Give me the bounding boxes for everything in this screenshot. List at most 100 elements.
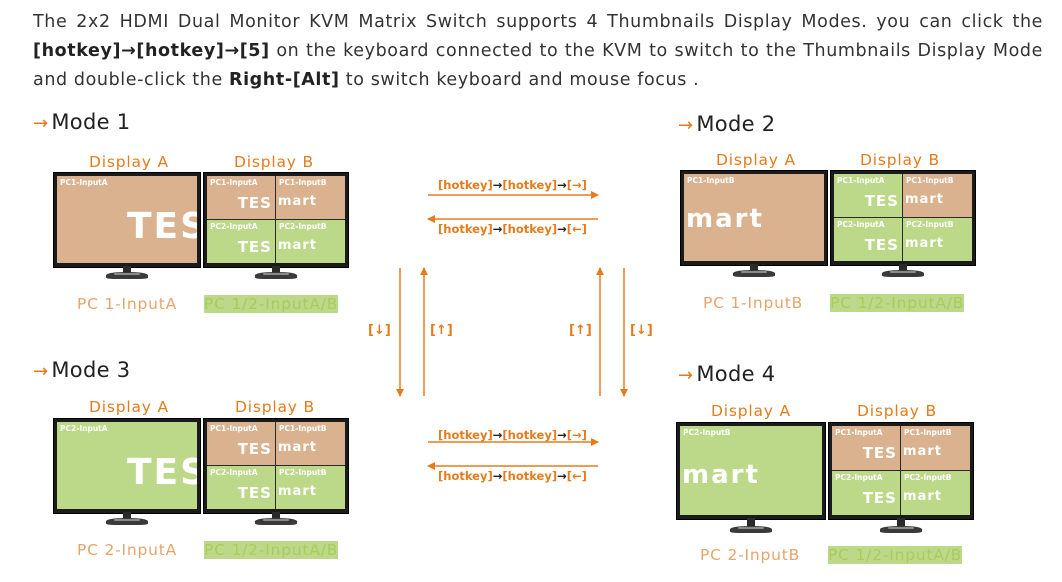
display-a-source-label: PC 2-InputA (77, 541, 178, 559)
key-label-down-left: [↓] (368, 323, 391, 338)
quad-text: TES (237, 483, 272, 502)
hotkey-arrow: → (492, 178, 503, 192)
quad-tag: PC2-InputB (906, 219, 954, 229)
display-a-label: Display A (89, 153, 169, 171)
quad-text: TES (864, 192, 899, 210)
monitor-display-a: PC1-InputB mart (680, 170, 828, 277)
intro-text-3: to switch keyboard and mouse focus . (339, 70, 700, 90)
hotkey-label-right-top: [hotkey]→[hotkey]→[→] (438, 178, 587, 192)
hotkey-arrow: → (557, 178, 567, 192)
hotkey-label-right-bottom: [hotkey]→[hotkey]→[→] (438, 428, 587, 442)
hotkey-arrow: → (557, 222, 567, 236)
quad-tag: PC2-InputA (835, 472, 883, 482)
hotkey-part: [hotkey] (502, 469, 558, 483)
display-a-label: Display A (711, 402, 791, 420)
input-tag: PC1-InputA (60, 178, 108, 187)
quad-text: mart (905, 192, 944, 207)
mode-4-title-text: Mode 4 (696, 362, 776, 386)
screen-text: TES (127, 452, 197, 493)
screen-text: TES (127, 206, 197, 247)
quad-tag: PC1-InputA (835, 428, 883, 437)
hotkey-part: [hotkey] (438, 428, 493, 442)
mode-3-title: →Mode 3 (33, 358, 130, 382)
mode-1-title-text: Mode 1 (51, 110, 131, 134)
intro-text-1: The 2x2 HDMI Dual Monitor KVM Matrix Swi… (33, 12, 1043, 32)
quad-pc1-inputb: PC1-InputB mart (276, 422, 345, 466)
quad-tag: PC1-InputA (837, 176, 885, 185)
quad-pc2-inputa: PC2-InputA TES (832, 470, 901, 515)
quad-tag: PC1-InputB (279, 424, 327, 433)
quad-tag: PC1-InputB (279, 178, 327, 187)
quad-tag: PC1-InputB (906, 176, 954, 185)
monitor-display-a: PC1-InputA TES (53, 172, 201, 279)
hotkey-arrow: → (557, 428, 567, 442)
hotkey-part: [hotkey] (502, 222, 558, 236)
hotkey-key: [←] (566, 222, 587, 236)
quad-text: mart (903, 444, 942, 459)
hotkey-part: [hotkey] (438, 469, 493, 483)
display-b-label: Display B (860, 151, 940, 169)
arrow-icon: → (33, 113, 49, 134)
intro-text-2: on the keyboard connected to the KVM to … (33, 41, 1043, 90)
display-a-source-label: PC 1-InputA (77, 295, 178, 313)
arrow-icon: → (678, 115, 694, 136)
display-a-source-label: PC 2-InputB (700, 546, 801, 564)
quad-pc1-inputa: PC1-InputA TES (832, 426, 901, 471)
hotkey-arrow: → (492, 222, 503, 236)
quad-text: TES (237, 237, 272, 256)
quad-pc1-inputa: PC1-InputA TES (834, 174, 903, 218)
arrow-icon: → (33, 361, 49, 382)
display-a-label: Display A (716, 151, 796, 169)
display-b-source-label: PC 1/2-InputA/B (830, 294, 965, 312)
intro-hotkey-sequence: [hotkey]→[hotkey]→[5] (33, 41, 270, 61)
hotkey-arrow: → (492, 428, 503, 442)
hotkey-key: [→] (566, 428, 587, 442)
quad-text: TES (862, 444, 897, 462)
hotkey-part: [hotkey] (502, 178, 558, 192)
quad-tag: PC2-InputB (279, 221, 327, 231)
display-b-source-label: PC 1/2-InputA/B (204, 541, 339, 559)
quad-text: TES (864, 235, 899, 254)
monitor-display-a: PC2-InputA TES (53, 418, 201, 525)
quad-pc1-inputb: PC1-InputB mart (903, 174, 972, 218)
key-label-up-right: [↑] (569, 323, 592, 338)
hotkey-label-left-top: [hotkey]→[hotkey]→[←] (438, 222, 587, 236)
quad-pc2-inputa: PC2-InputA TES (834, 217, 903, 261)
arrow-icon: → (678, 365, 694, 386)
key-label-up-left: [↑] (430, 323, 453, 338)
input-tag: PC2-InputA (60, 424, 108, 433)
hotkey-part: [hotkey] (438, 178, 493, 192)
quad-tag: PC2-InputA (210, 467, 258, 477)
mode-2-title: →Mode 2 (678, 112, 775, 136)
input-tag: PC2-InputB (683, 428, 731, 437)
quad-tag: PC1-InputA (210, 178, 258, 187)
mode-2-title-text: Mode 2 (696, 112, 776, 136)
screen-text: mart (682, 460, 760, 490)
monitor-display-b: PC1-InputA TES PC1-InputB mart PC2-InputA T… (830, 170, 976, 277)
display-b-label: Display B (234, 153, 314, 171)
input-tag: PC1-InputB (687, 176, 735, 185)
quad-text: mart (903, 488, 942, 504)
display-b-source-label: PC 1/2-InputA/B (828, 546, 963, 564)
display-b-source-label: PC 1/2-InputA/B (204, 295, 339, 313)
hotkey-arrow: → (492, 469, 503, 483)
quad-tag: PC2-InputA (837, 219, 885, 229)
hotkey-part: [hotkey] (438, 222, 493, 236)
quad-tag: PC2-InputB (279, 467, 327, 477)
screen-text: mart (686, 204, 764, 234)
display-b-label: Display B (235, 398, 315, 416)
intro-paragraph: The 2x2 HDMI Dual Monitor KVM Matrix Swi… (33, 8, 1043, 95)
hotkey-arrow: → (557, 469, 567, 483)
display-b-label: Display B (857, 402, 937, 420)
quad-text: mart (278, 440, 317, 455)
quad-text: TES (862, 488, 897, 507)
